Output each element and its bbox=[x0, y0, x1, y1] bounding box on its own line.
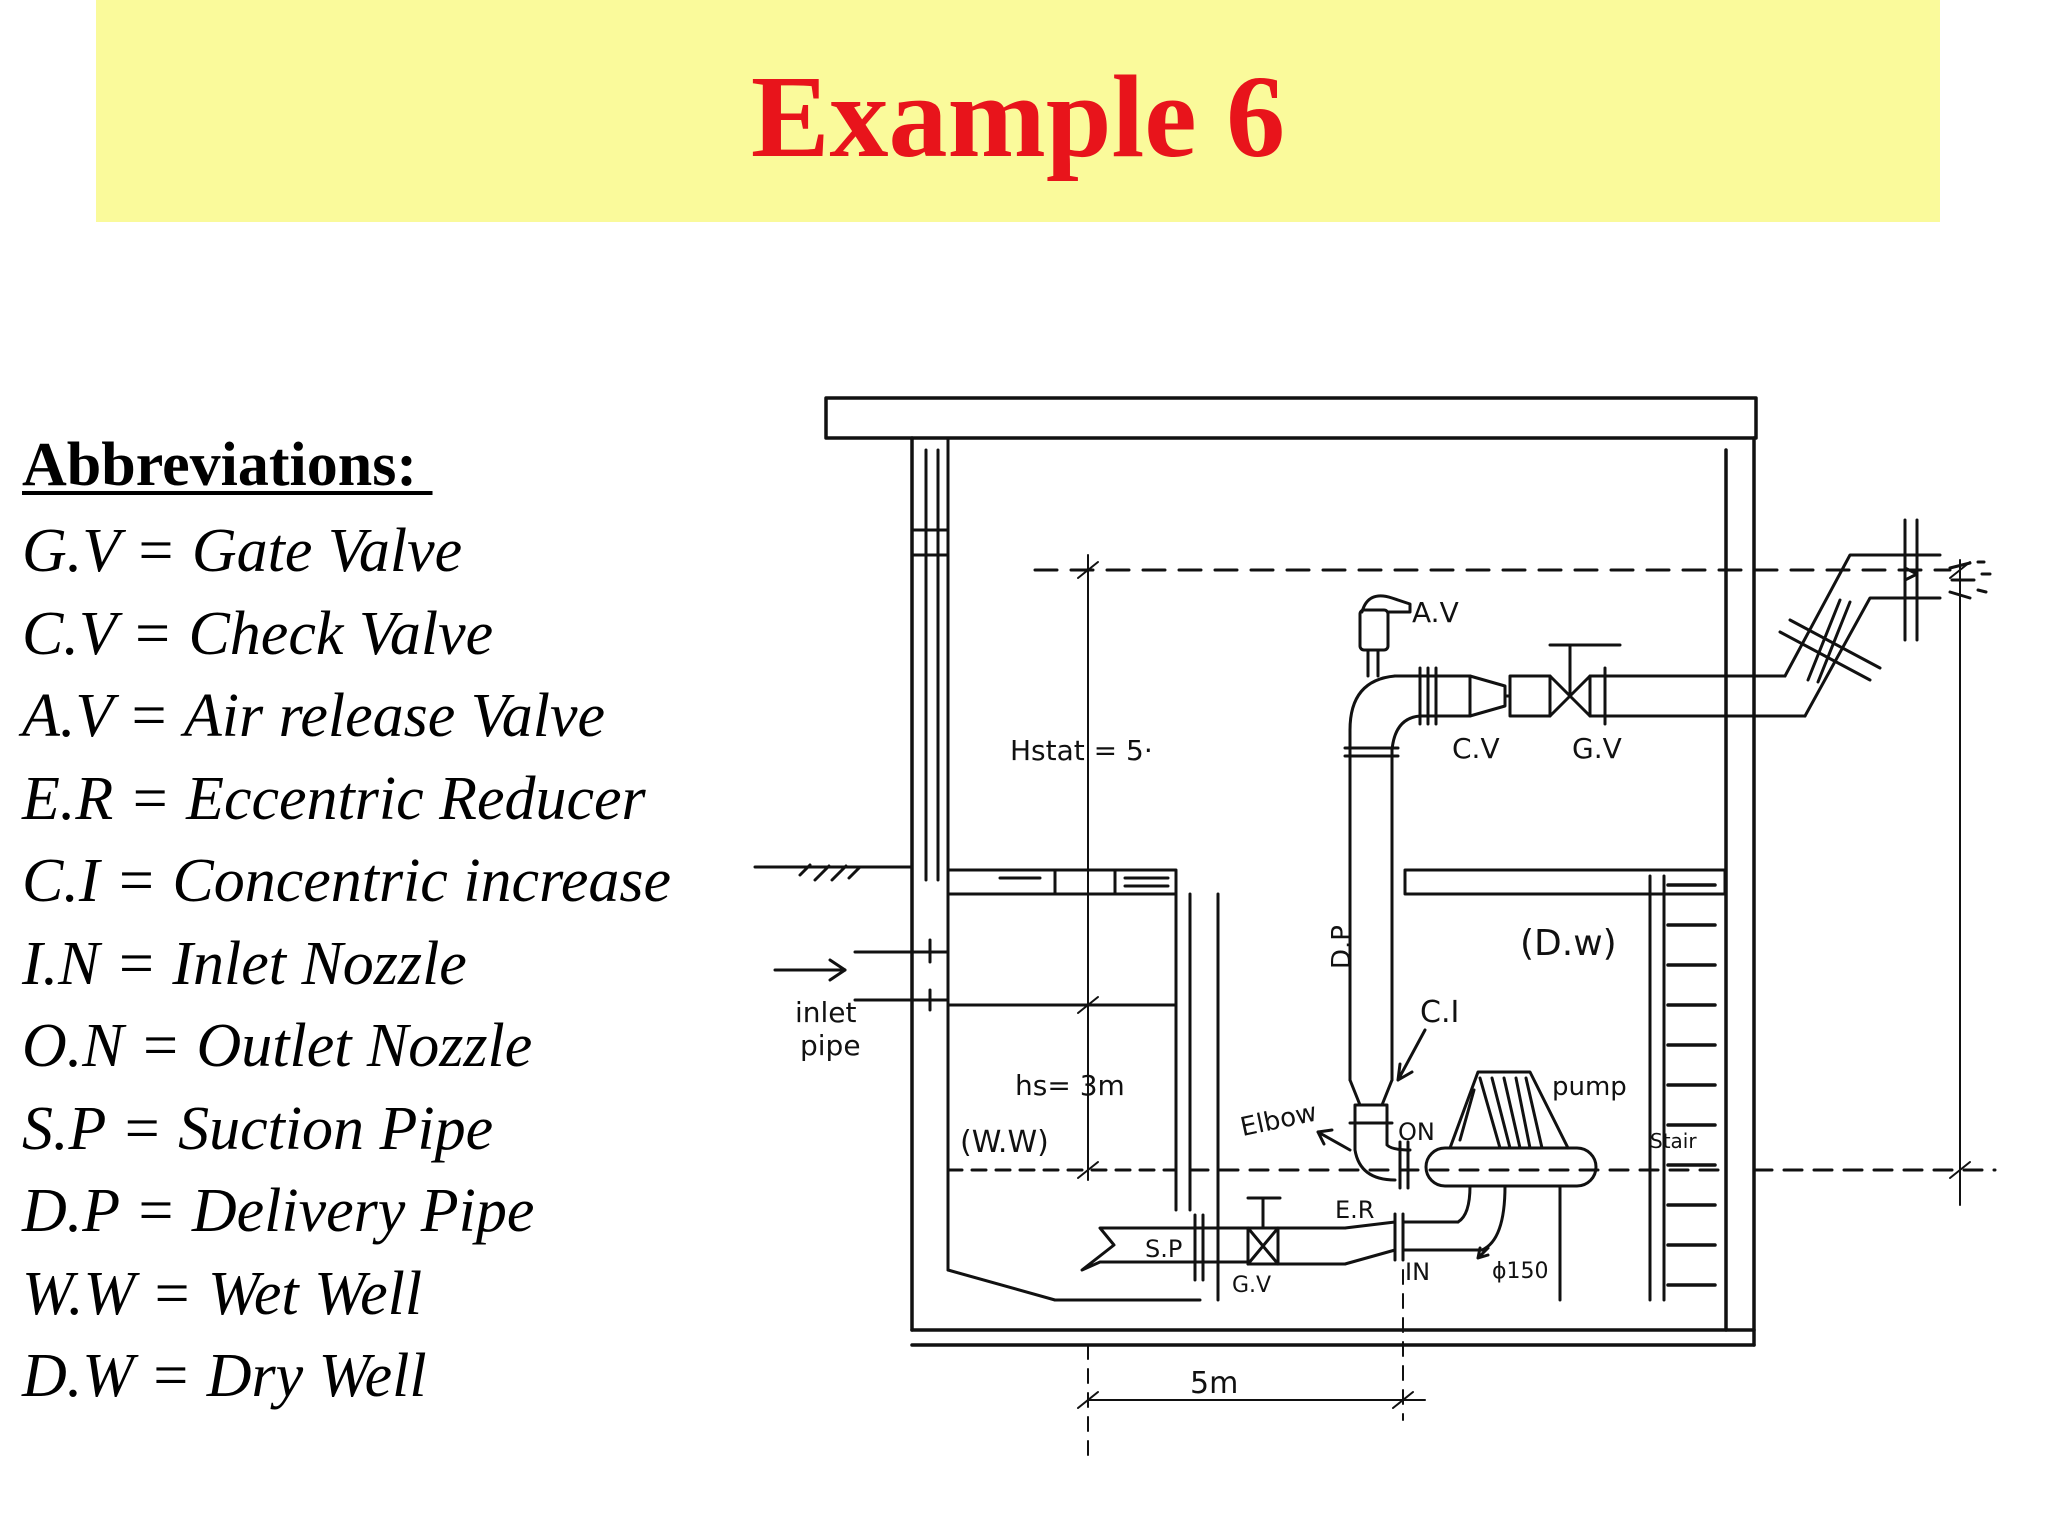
abbreviation-item: A.V = Air release Valve bbox=[22, 682, 606, 750]
abbreviation-item: S.P = Suction Pipe bbox=[22, 1094, 494, 1163]
gate-valve-label: G.V bbox=[1572, 732, 1622, 765]
abbreviation-item: C.I = Concentric increase bbox=[22, 847, 672, 915]
slide-title: Example 6 bbox=[750, 51, 1286, 182]
suction-gate-valve-label: G.V bbox=[1232, 1273, 1271, 1298]
static-head-label: Hstat = 5· bbox=[1010, 734, 1153, 767]
air-valve-label: A.V bbox=[1412, 596, 1459, 629]
pump bbox=[1424, 1070, 1598, 1302]
inlet-pipe-label: pipe bbox=[800, 1029, 861, 1062]
abbreviation-item: C.V = Check Valve bbox=[22, 599, 494, 668]
roof-slab bbox=[824, 396, 1758, 440]
abbreviations-list: G.V = Gate Valve C.V = Check Valve A.V =… bbox=[22, 510, 671, 1418]
inlet-pipe bbox=[773, 938, 950, 1012]
delivery-pipe-label: D.P bbox=[1327, 925, 1357, 969]
wet-well-label: (W.W) bbox=[960, 1125, 1049, 1160]
abbreviation-item: I.N = Inlet Nozzle bbox=[22, 929, 467, 998]
inlet-pipe-label: inlet bbox=[795, 996, 857, 1029]
pipe-diameter-label: ϕ150 bbox=[1492, 1259, 1549, 1284]
abbreviation-item: E.R = Eccentric Reducer bbox=[22, 764, 646, 833]
delivery-pipe bbox=[1343, 594, 1422, 1190]
dimension-5m bbox=[1077, 1269, 1426, 1461]
abbreviation-item: W.W = Wet Well bbox=[22, 1259, 423, 1328]
title-banner: Example 6 bbox=[96, 0, 1940, 222]
suction-pipe-label: S.P bbox=[1145, 1235, 1182, 1263]
abbreviation-item: D.W = Dry Well bbox=[22, 1342, 427, 1410]
suction-line bbox=[1080, 1184, 1507, 1282]
intermediate-slab bbox=[946, 868, 1727, 1302]
abbreviation-item: D.P = Delivery Pipe bbox=[22, 1177, 535, 1245]
elbow-arrow bbox=[1316, 1128, 1352, 1152]
eccentric-reducer-label: E.R bbox=[1335, 1196, 1374, 1224]
stair bbox=[1648, 874, 1717, 1302]
abbreviations-heading: Abbreviations: bbox=[22, 431, 433, 499]
pump-label: pump bbox=[1552, 1072, 1627, 1102]
abbreviation-item: G.V = Gate Valve bbox=[22, 517, 463, 585]
dry-well-label: (D.w) bbox=[1520, 923, 1617, 964]
station-walls bbox=[910, 436, 1756, 1347]
concentric-increase-label: C.I bbox=[1420, 995, 1459, 1030]
discharge-line bbox=[1418, 518, 1992, 726]
dimension-5m-label: 5m bbox=[1190, 1366, 1238, 1401]
concentric-increase-arrow bbox=[1396, 1028, 1427, 1082]
abbreviation-item: O.N = Outlet Nozzle bbox=[22, 1012, 533, 1080]
check-valve-label: C.V bbox=[1452, 732, 1500, 765]
inlet-nozzle-label: IN bbox=[1405, 1258, 1430, 1286]
water-levels bbox=[946, 554, 1997, 1206]
elbow-label: Elbow bbox=[1238, 1098, 1320, 1143]
suction-head-label: hs= 3m bbox=[1015, 1069, 1125, 1102]
stair-label: Stair bbox=[1650, 1129, 1697, 1153]
ground-level bbox=[753, 863, 914, 882]
outlet-nozzle-label: ON bbox=[1398, 1118, 1435, 1146]
